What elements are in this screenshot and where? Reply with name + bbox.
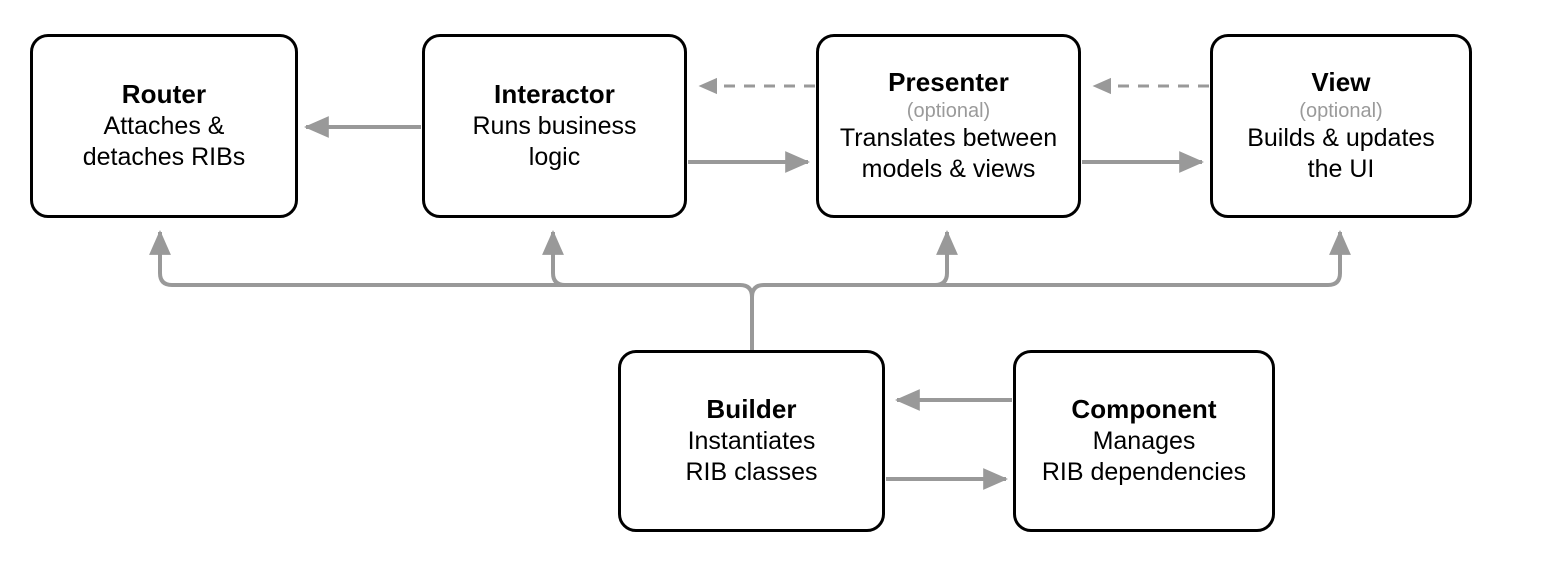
- node-view[interactable]: View (optional) Builds & updates the UI: [1210, 34, 1472, 218]
- node-interactor-description: Runs business logic: [472, 111, 637, 171]
- edge-builder-bus-trunk-right: [750, 283, 765, 350]
- node-interactor-title: Interactor: [494, 78, 615, 109]
- edge-builder-to-interactor: [542, 230, 700, 287]
- node-presenter-optional-label: (optional): [906, 99, 991, 122]
- node-router[interactable]: Router Attaches & detaches RIBs: [30, 34, 298, 218]
- node-presenter-title: Presenter: [888, 66, 1009, 97]
- edge-builder-to-router: [149, 230, 740, 287]
- node-presenter-description: Translates between models & views: [839, 123, 1058, 183]
- node-builder-description: Instantiates RIB classes: [685, 426, 818, 486]
- node-view-description: Builds & updates the UI: [1247, 123, 1435, 183]
- edge-builder-to-view: [764, 230, 1351, 287]
- node-builder[interactable]: Builder Instantiates RIB classes: [618, 350, 885, 532]
- node-view-title: View: [1311, 66, 1371, 97]
- node-component-title: Component: [1071, 393, 1217, 424]
- node-builder-title: Builder: [706, 393, 797, 424]
- node-interactor[interactable]: Interactor Runs business logic: [422, 34, 687, 218]
- node-component[interactable]: Component Manages RIB dependencies: [1013, 350, 1275, 532]
- node-router-title: Router: [121, 78, 207, 109]
- node-presenter[interactable]: Presenter (optional) Translates between …: [816, 34, 1081, 218]
- node-router-description: Attaches & detaches RIBs: [82, 111, 246, 171]
- edge-builder-to-presenter: [800, 230, 958, 287]
- node-view-optional-label: (optional): [1299, 99, 1383, 122]
- node-component-description: Manages RIB dependencies: [1041, 426, 1247, 486]
